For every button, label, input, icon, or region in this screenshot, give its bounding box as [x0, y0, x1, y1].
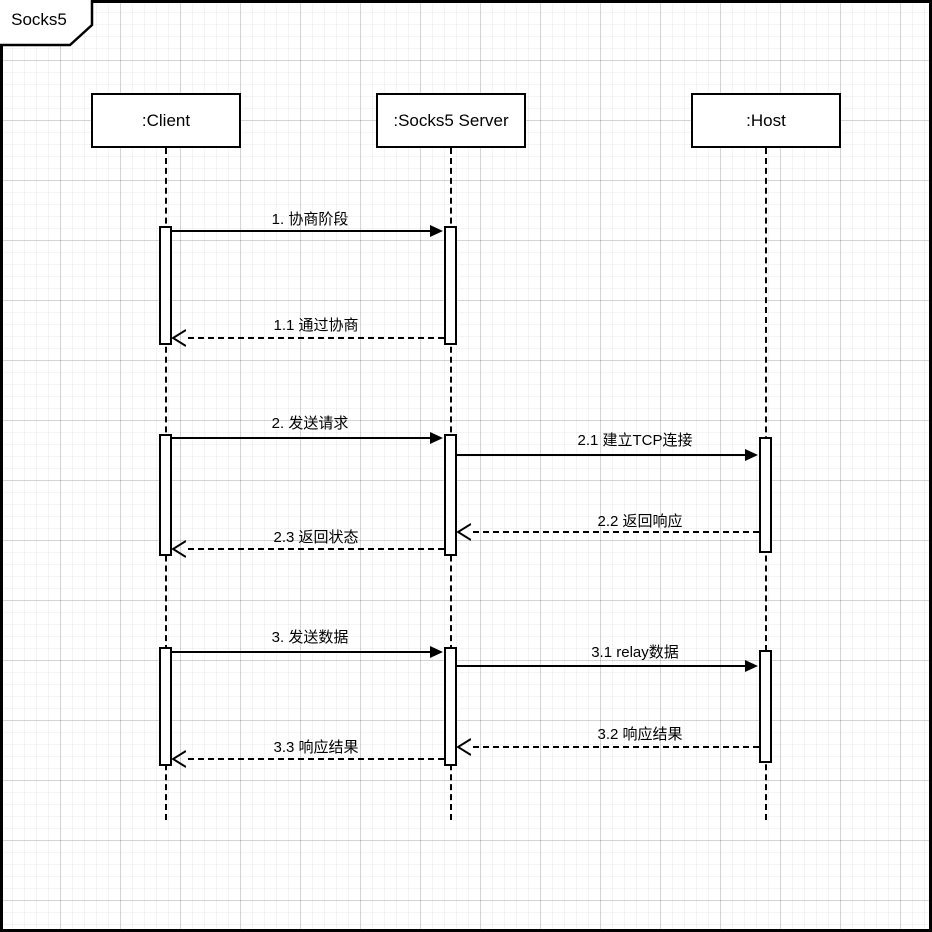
- message-line-m3_3: [188, 758, 444, 760]
- message-label-m3_3: 3.3 响应结果: [273, 739, 359, 756]
- activation-client-1: [159, 226, 172, 345]
- message-arrowhead-m2: [430, 432, 443, 444]
- activation-host-3: [759, 650, 772, 763]
- activation-client-3: [159, 647, 172, 766]
- message-line-m2_1: [457, 454, 745, 456]
- message-arrowhead-m3_2: [457, 738, 471, 756]
- message-arrowhead-m1: [430, 225, 443, 237]
- lifeline-header-host-label: :Host: [746, 110, 786, 130]
- message-arrowhead-m3_3: [172, 750, 186, 768]
- activation-server-2: [444, 434, 457, 556]
- activation-host-2: [759, 437, 772, 553]
- message-label-m2_3: 2.3 返回状态: [273, 529, 359, 546]
- frame-label: Socks5: [11, 10, 67, 29]
- message-arrowhead-m1_1: [172, 329, 186, 347]
- message-label-m2_2: 2.2 返回响应: [597, 513, 683, 530]
- message-label-m3_1: 3.1 relay数据: [591, 644, 679, 661]
- activation-client-2: [159, 434, 172, 556]
- lifeline-header-host[interactable]: :Host: [691, 93, 841, 148]
- message-line-m2: [172, 437, 430, 439]
- lifeline-header-client[interactable]: :Client: [91, 93, 241, 148]
- message-line-m3_1: [457, 665, 745, 667]
- message-arrowhead-m2_1: [745, 449, 758, 461]
- lifeline-header-server[interactable]: :Socks5 Server: [376, 93, 526, 148]
- message-line-m3: [172, 651, 430, 653]
- message-label-m2: 2. 发送请求: [271, 415, 349, 432]
- lifeline-header-client-label: :Client: [141, 110, 191, 130]
- frame-label-shape: [0, 0, 94, 47]
- message-line-m2_3: [188, 548, 444, 550]
- message-arrowhead-m3_1: [745, 660, 758, 672]
- message-arrowhead-m2_3: [172, 540, 186, 558]
- activation-server-3: [444, 647, 457, 766]
- message-label-m3_2: 3.2 响应结果: [597, 726, 683, 743]
- message-line-m2_2: [473, 531, 759, 533]
- message-arrowhead-m2_2: [457, 523, 471, 541]
- message-label-m3: 3. 发送数据: [271, 629, 349, 646]
- activation-server-1: [444, 226, 457, 345]
- message-arrowhead-m3: [430, 646, 443, 658]
- message-label-m2_1: 2.1 建立TCP连接: [577, 432, 693, 449]
- message-line-m3_2: [473, 746, 759, 748]
- lifeline-header-server-label: :Socks5 Server: [393, 110, 509, 130]
- message-label-m1_1: 1.1 通过协商: [273, 317, 359, 334]
- message-label-m1: 1. 协商阶段: [271, 211, 349, 228]
- message-line-m1: [172, 230, 430, 232]
- message-line-m1_1: [188, 337, 444, 339]
